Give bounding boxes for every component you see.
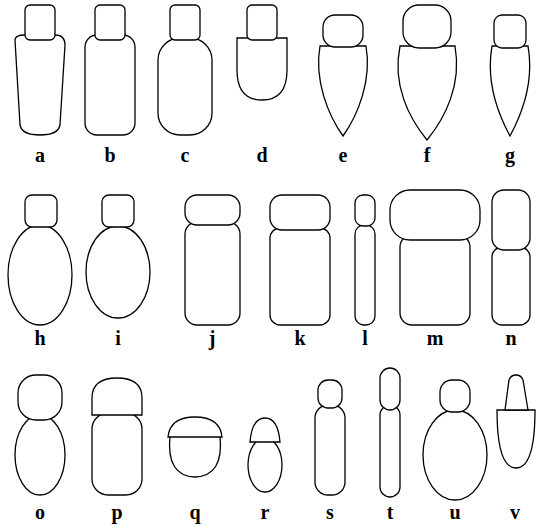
- head-outline: [318, 380, 342, 408]
- body-outline: [398, 46, 457, 140]
- head-outline: [380, 368, 400, 410]
- figure-letter: i: [98, 327, 138, 349]
- head-outline: [390, 190, 480, 240]
- figure-letter: p: [97, 501, 137, 523]
- figure-letter: v: [495, 501, 535, 523]
- body-outline: [92, 413, 142, 495]
- body-outline: [423, 410, 487, 500]
- head-outline: [170, 5, 200, 40]
- body-outline: [237, 38, 287, 100]
- body-outline: [319, 46, 368, 136]
- head-outline: [250, 418, 280, 442]
- head-outline: [25, 5, 55, 40]
- figure-letter: u: [435, 501, 475, 523]
- head-outline: [95, 5, 125, 40]
- body-outline: [400, 235, 470, 325]
- body-outline: [270, 228, 330, 325]
- head-outline: [403, 5, 451, 48]
- figure-letter: h: [20, 327, 60, 349]
- body-outline: [8, 225, 72, 325]
- body-outline: [492, 247, 530, 325]
- head-outline: [440, 380, 470, 412]
- head-outline: [492, 190, 530, 250]
- figure-letter: c: [165, 144, 205, 166]
- figure-letter: q: [175, 501, 215, 523]
- body-outline: [185, 222, 240, 325]
- body-outline: [85, 35, 135, 135]
- head-outline: [185, 195, 240, 225]
- figure-letter: a: [20, 144, 60, 166]
- head-outline: [102, 195, 134, 227]
- figure-letter: j: [192, 327, 232, 349]
- body-outline: [490, 46, 529, 136]
- figure-letter: s: [310, 501, 350, 523]
- figure-letter: b: [90, 144, 130, 166]
- body-outline: [497, 410, 535, 468]
- body-outline: [170, 436, 221, 477]
- figure-letter: t: [370, 501, 410, 523]
- figure-letter: d: [242, 144, 282, 166]
- body-outline: [86, 226, 150, 318]
- head-outline: [18, 375, 62, 420]
- head-outline: [355, 195, 375, 226]
- figure-letter: r: [245, 501, 285, 523]
- figure-letter: l: [345, 327, 385, 349]
- figure-letter: m: [415, 327, 455, 349]
- body-outline: [158, 38, 212, 135]
- head-outline: [270, 195, 330, 230]
- head-outline: [323, 15, 363, 47]
- head-outline: [505, 375, 528, 410]
- figure-letter: e: [323, 144, 363, 166]
- body-outline: [248, 438, 282, 492]
- body-outline: [15, 415, 65, 495]
- body-outline: [380, 405, 400, 497]
- figure-letter: n: [491, 327, 531, 349]
- figure-letter: f: [407, 144, 447, 166]
- head-outline: [92, 378, 142, 415]
- figure-letter: g: [490, 144, 530, 166]
- head-outline: [247, 5, 277, 40]
- figure-letter: o: [20, 501, 60, 523]
- body-outline: [355, 225, 375, 325]
- body-outline: [315, 405, 345, 495]
- figure-letter: k: [280, 327, 320, 349]
- head-outline: [168, 417, 222, 437]
- head-outline: [25, 195, 57, 227]
- head-outline: [494, 15, 526, 48]
- body-outline: [15, 35, 65, 135]
